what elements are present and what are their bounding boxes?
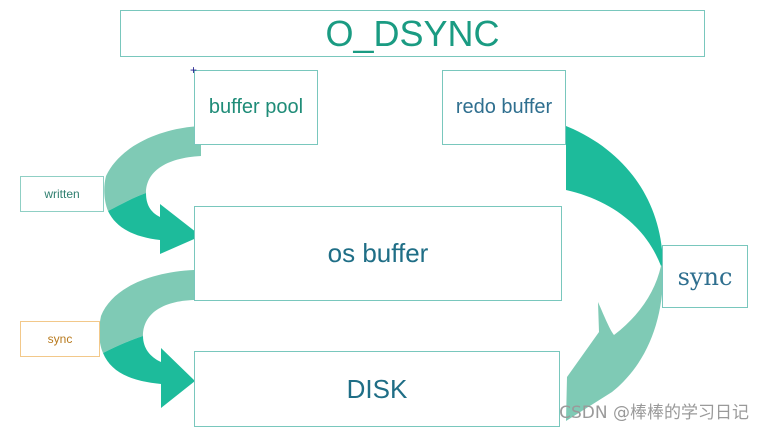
title-text: O_DSYNC bbox=[325, 12, 500, 54]
written-arrow-light-band bbox=[104, 126, 201, 211]
watermark: CSDN @棒棒的学习日记 bbox=[559, 403, 749, 423]
sync-right-label: sync bbox=[677, 262, 733, 291]
sync-left-arrow-dark-head bbox=[103, 336, 195, 408]
redo-buffer-label: redo buffer bbox=[455, 96, 553, 118]
sync-right-arrow-dark-band bbox=[566, 126, 663, 266]
sync-left-arrow-light-band bbox=[99, 270, 194, 353]
os-buffer-box: os buffer bbox=[194, 206, 562, 301]
sync-left-label: sync bbox=[47, 332, 73, 346]
title-box: O_DSYNC bbox=[120, 10, 705, 57]
sync-right-arrow-light-head bbox=[566, 265, 664, 421]
written-label: written bbox=[44, 187, 80, 201]
redo-buffer-box: redo buffer bbox=[442, 70, 566, 145]
written-arrow-dark-head bbox=[108, 193, 201, 254]
disk-label: DISK bbox=[346, 373, 408, 404]
buffer-pool-label: buffer pool bbox=[208, 96, 304, 118]
sync-right-label-box: sync bbox=[662, 245, 748, 308]
written-label-box: written bbox=[20, 176, 104, 212]
buffer-pool-box: buffer pool bbox=[194, 70, 318, 145]
crosshair-cursor-icon: + bbox=[190, 63, 198, 77]
sync-left-label-box: sync bbox=[20, 321, 100, 357]
disk-box: DISK bbox=[194, 351, 560, 427]
os-buffer-label: os buffer bbox=[327, 238, 429, 268]
